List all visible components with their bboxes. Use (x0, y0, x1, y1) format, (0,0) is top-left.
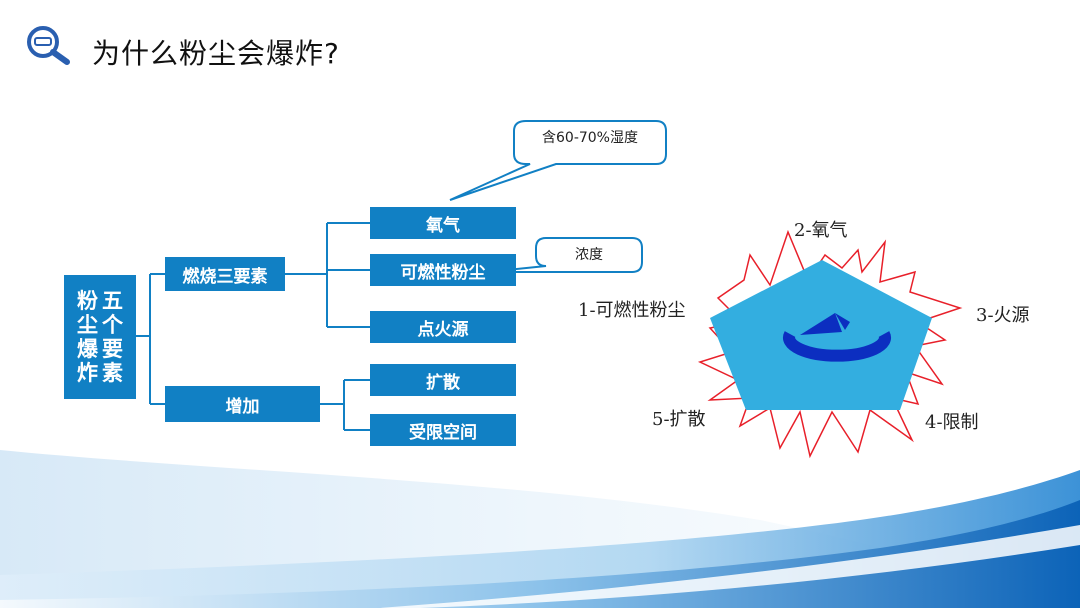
node-oxygen: 氧气 (370, 207, 516, 239)
element-pentagon (710, 260, 932, 410)
callout-bubble-humidity (449, 120, 667, 201)
root-char: 个 (102, 312, 123, 337)
root-char: 爆 (77, 336, 98, 361)
pentagon-label-dust: 1-可燃性粉尘 (578, 300, 686, 321)
page-title: 为什么粉尘会爆炸? (92, 37, 340, 70)
branch-increase-box: 增加 (165, 386, 320, 422)
callout-humidity-text: 含60-70%湿度 (542, 130, 638, 146)
pentagon-label-dispersion: 5-扩散 (652, 409, 706, 430)
pentagon-label-oxygen: 2-氧气 (794, 220, 848, 241)
cycle-arrow-icon (783, 313, 891, 362)
magnifier-icon (27, 26, 70, 65)
root-col-1: 粉 尘 爆 炸 (77, 289, 98, 385)
node-ignition-source: 点火源 (370, 311, 516, 343)
callout-concentration-text: 浓度 (575, 247, 603, 263)
tree-connectors (136, 222, 370, 431)
callout-bubble-concentration (487, 237, 643, 273)
branch-combustion-box: 燃烧三要素 (165, 257, 285, 291)
node-combustible-dust: 可燃性粉尘 (370, 254, 516, 286)
root-char: 粉 (77, 288, 98, 313)
root-char: 五 (102, 288, 123, 313)
node-dispersion: 扩散 (370, 364, 516, 396)
root-char: 尘 (77, 312, 98, 337)
pentagon-label-fire: 3-火源 (976, 305, 1030, 326)
root-node-box: 粉 尘 爆 炸 五 个 要 素 (64, 275, 136, 399)
root-char: 要 (102, 336, 123, 361)
root-char: 素 (102, 360, 123, 385)
root-char: 炸 (77, 360, 98, 385)
node-confined-space: 受限空间 (370, 414, 516, 446)
root-col-2: 五 个 要 素 (102, 289, 123, 385)
pentagon-label-confinement: 4-限制 (925, 412, 979, 433)
